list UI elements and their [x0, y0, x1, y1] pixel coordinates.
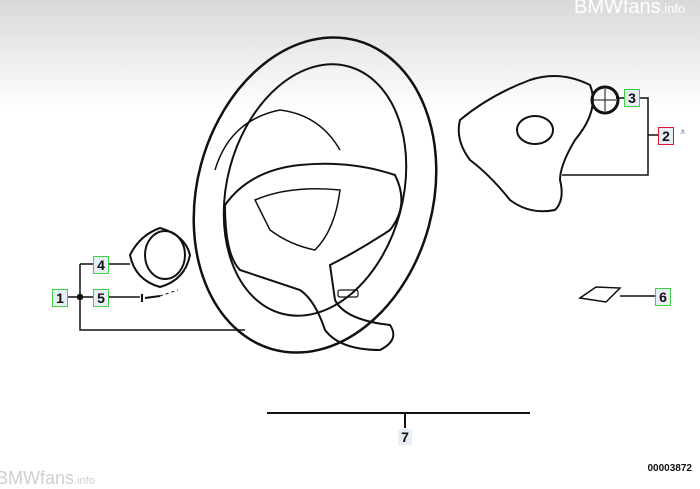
- diagram-number: 00003872: [647, 463, 693, 474]
- callout-5[interactable]: 5: [93, 289, 109, 307]
- leader-lines: [68, 97, 658, 428]
- callout-2[interactable]: 2: [658, 127, 674, 145]
- note-icon[interactable]: ⩡: [680, 127, 686, 138]
- callout-4[interactable]: 4: [93, 256, 109, 274]
- watermark-top: BMWfans.info: [574, 0, 686, 18]
- screw[interactable]: [141, 289, 179, 302]
- steering-wheel[interactable]: [160, 10, 471, 380]
- callout-3[interactable]: 3: [624, 89, 640, 107]
- horn-pad[interactable]: [457, 75, 594, 213]
- m-badge[interactable]: [578, 286, 622, 303]
- header-gradient: [0, 0, 700, 110]
- callout-6[interactable]: 6: [655, 288, 671, 306]
- callout-1[interactable]: 1: [52, 289, 68, 307]
- bmw-emblem[interactable]: [590, 85, 620, 115]
- contact-ring[interactable]: [128, 226, 192, 289]
- watermark-bottom: BMWfans.info: [0, 468, 95, 488]
- callout-7[interactable]: 7: [398, 429, 412, 445]
